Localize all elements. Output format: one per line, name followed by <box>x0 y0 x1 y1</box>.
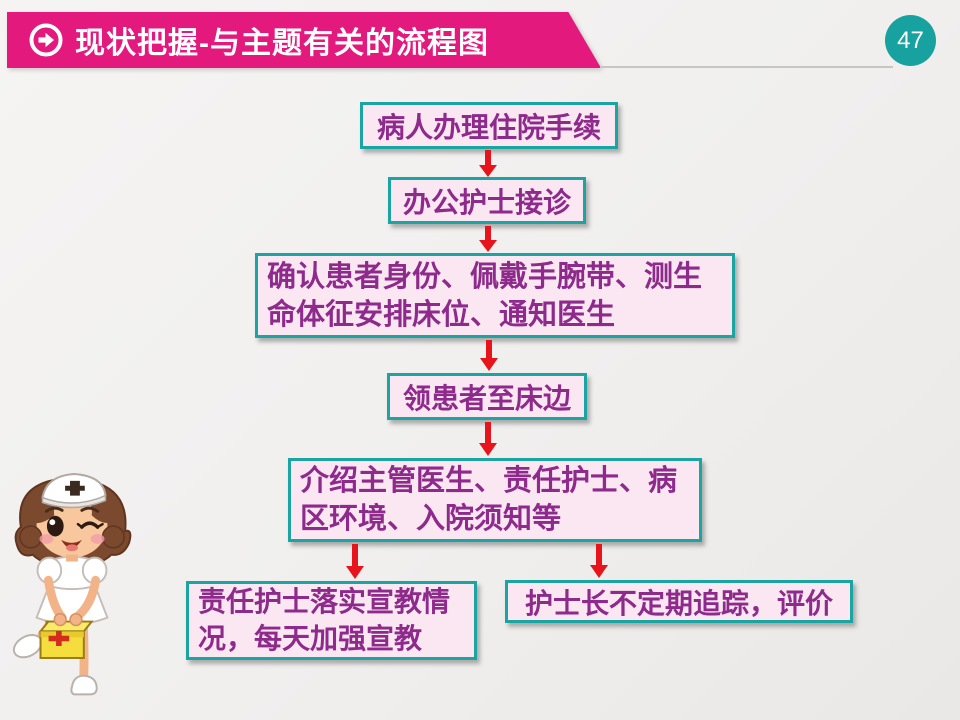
header-banner: 现状把握-与主题有关的流程图 <box>7 12 601 68</box>
nurse-cartoon <box>12 472 132 696</box>
flow-step-text: 病人办理住院手续 <box>376 112 601 144</box>
flow-step-text: 确认患者身份、佩戴手腕带、测生 <box>267 260 703 293</box>
header-divider <box>600 66 893 68</box>
page-title: 现状把握-与主题有关的流程图 <box>75 27 489 60</box>
flow-step-office-nurse: 办公护士接诊 <box>388 177 586 224</box>
page-number-badge: 47 <box>885 15 936 66</box>
flow-step-confirm-identity: 确认患者身份、佩戴手腕带、测生 命体征安排床位、通知医生 <box>255 253 735 338</box>
arrow-right-circle-icon <box>29 23 63 57</box>
flow-step-nurse-education: 责任护士落实宣教情 况，每天加强宣教 <box>186 581 477 660</box>
flow-step-lead-to-bed: 领患者至床边 <box>387 373 587 420</box>
flow-step-text: 护士长不定期追踪，评价 <box>524 588 833 620</box>
flow-step-text: 责任护士落实宣教情 <box>198 586 451 618</box>
flow-step-admission: 病人办理住院手续 <box>360 102 618 149</box>
flow-step-text: 况，每天加强宣教 <box>198 623 423 655</box>
header-banner-shape: 现状把握-与主题有关的流程图 <box>7 12 601 68</box>
flow-step-text: 领患者至床边 <box>402 383 571 415</box>
flow-step-text: 区环境、入院须知等 <box>300 503 562 535</box>
flow-step-introduce: 介绍主管医生、责任护士、病 区环境、入院须知等 <box>288 458 702 542</box>
flow-step-text: 介绍主管医生、责任护士、病 <box>300 465 678 497</box>
flow-step-text: 命体征安排床位、通知医生 <box>267 298 616 331</box>
flow-step-text: 办公护士接诊 <box>402 187 571 219</box>
flow-step-head-nurse-tracking: 护士长不定期追踪，评价 <box>505 580 853 623</box>
